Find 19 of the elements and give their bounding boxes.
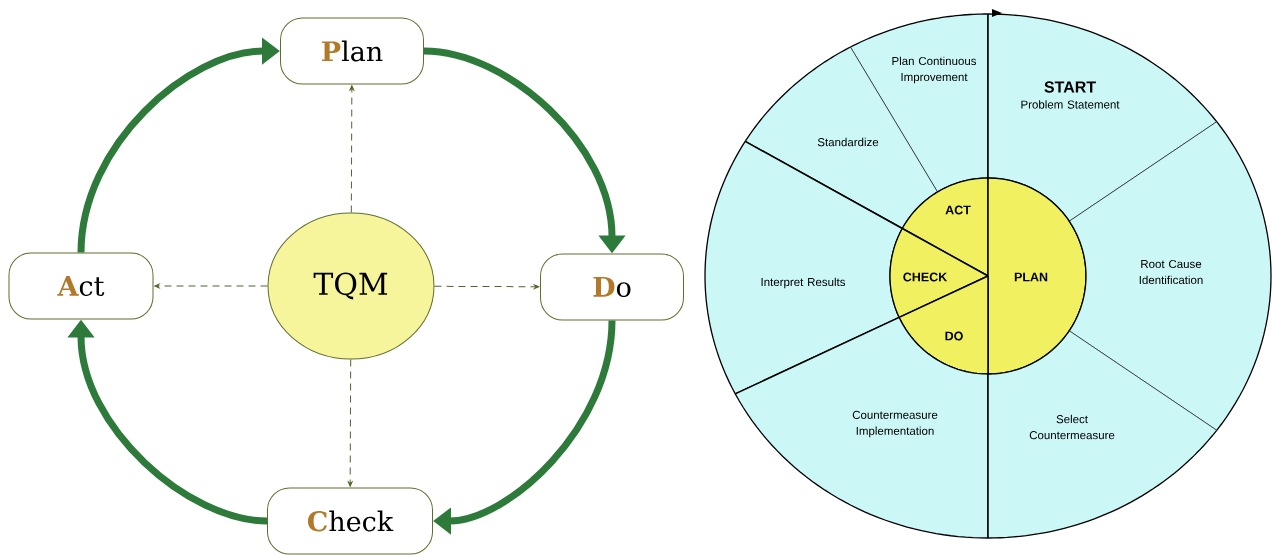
sector: PLAN (987, 177, 1087, 375)
sector: CHECK (889, 227, 989, 319)
step-box: Plan (280, 17, 424, 85)
arrow (154, 283, 268, 289)
node-label: START (1044, 81, 1096, 93)
node-label: Interpret Results (761, 277, 846, 289)
node-label: Problem Statement (1021, 100, 1120, 109)
node-label: Root Cause Identification (1139, 259, 1203, 285)
node-label: Countermeasure Implementation (852, 410, 938, 438)
step-box: Act (8, 252, 154, 320)
arrow (434, 284, 540, 290)
step-box: Check (267, 487, 433, 555)
node-label: ACT (945, 205, 971, 215)
node-label: DO (945, 331, 963, 341)
arrow (349, 85, 355, 213)
sector: START Problem Statement (987, 9, 1218, 222)
sector: Select Countermeasure (987, 330, 1218, 539)
arrow (347, 359, 353, 487)
step-box: Do (540, 253, 684, 321)
